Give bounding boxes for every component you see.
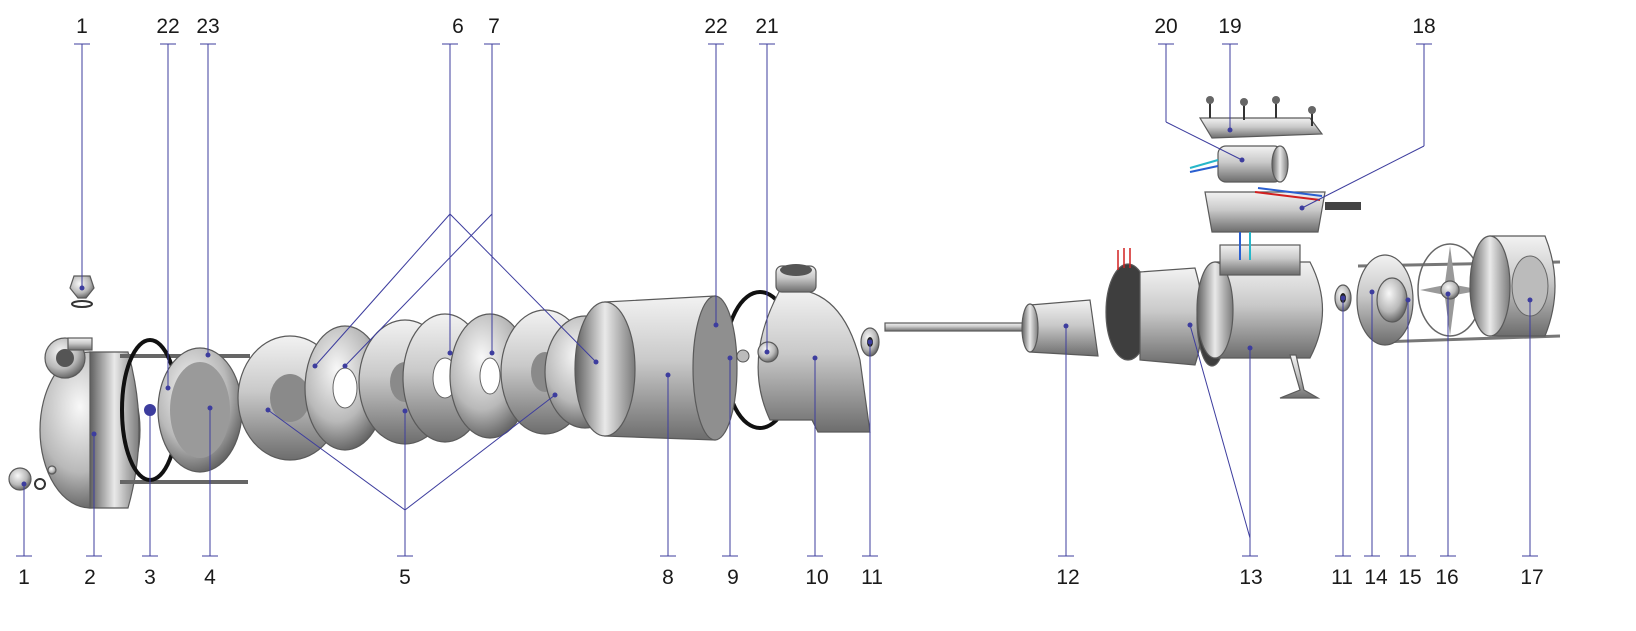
callout-21: 21 (755, 15, 779, 38)
impeller-stages (237, 309, 626, 461)
pump-body-flange (736, 264, 871, 433)
callout-20: 20 (1154, 15, 1178, 38)
terminal-box-base (1204, 187, 1361, 260)
callout-9: 9 (727, 566, 739, 589)
callout-4: 4 (204, 566, 216, 589)
callout-1-top: 1 (76, 15, 88, 38)
motor-end-cover (1356, 254, 1414, 346)
fan-cover (1469, 235, 1556, 337)
callout-2: 2 (84, 566, 96, 589)
drain-plug (8, 465, 57, 491)
callout-11-right: 11 (1331, 566, 1353, 589)
pump-housing (39, 337, 141, 509)
callout-12: 12 (1056, 566, 1080, 589)
diffuser-plate (144, 347, 243, 473)
capacitor (1189, 145, 1289, 183)
motor-body (1196, 244, 1323, 399)
callout-11-left: 11 (861, 566, 883, 589)
callout-5: 5 (399, 566, 411, 589)
pump-sleeve (574, 295, 738, 441)
callout-17: 17 (1520, 566, 1544, 589)
callout-23: 23 (196, 15, 220, 38)
callout-18: 18 (1412, 15, 1436, 38)
callout-1-bottom: 1 (18, 566, 30, 589)
terminal-box-cover (1198, 96, 1324, 139)
callout-15: 15 (1398, 566, 1422, 589)
callout-10: 10 (805, 566, 829, 589)
leader-lines (16, 43, 1538, 557)
callout-7: 7 (488, 15, 500, 38)
callout-8: 8 (662, 566, 674, 589)
callout-22-right: 22 (704, 15, 728, 38)
callout-14: 14 (1364, 566, 1388, 589)
callout-3: 3 (144, 566, 156, 589)
callout-13: 13 (1239, 566, 1263, 589)
rotor-shaft (884, 299, 1099, 357)
callout-22-left: 22 (156, 15, 180, 38)
callout-19: 19 (1218, 15, 1242, 38)
callout-6: 6 (452, 15, 464, 38)
callout-16: 16 (1435, 566, 1459, 589)
